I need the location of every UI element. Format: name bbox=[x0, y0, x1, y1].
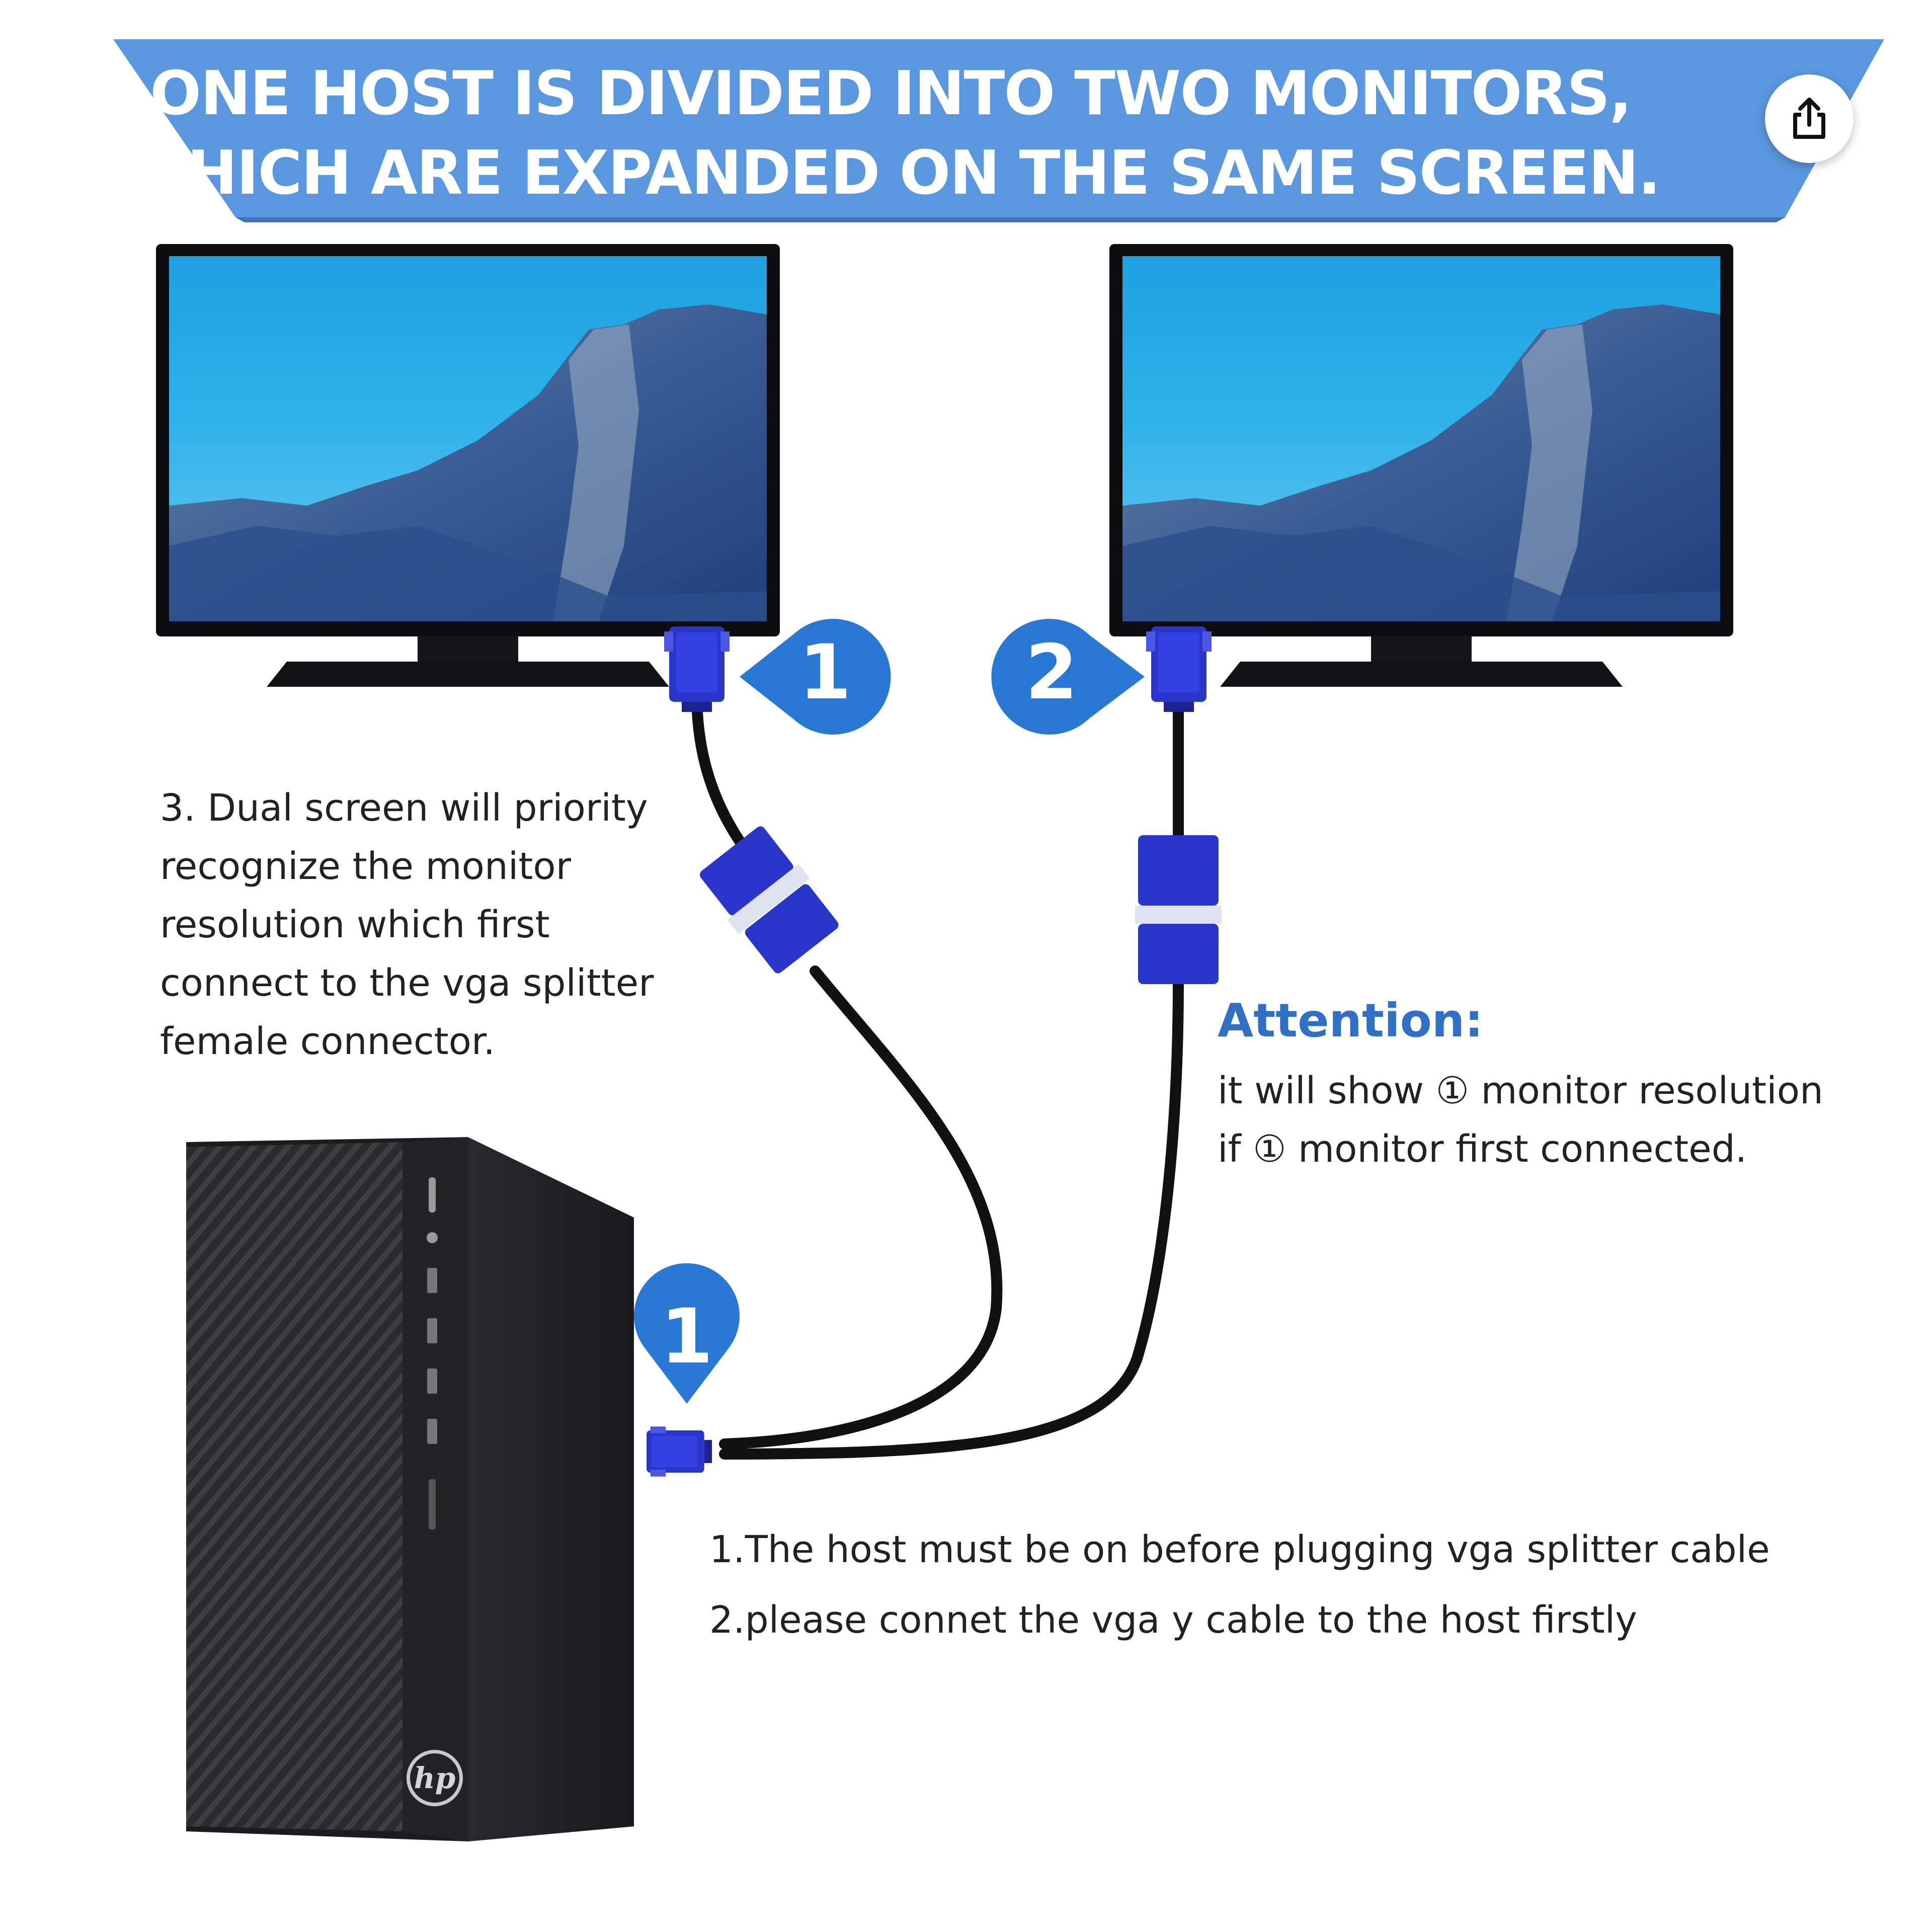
vga-connector-monitor-2 bbox=[1146, 626, 1212, 712]
attention-text: it will show ① monitor resolution if ① m… bbox=[1218, 1062, 1823, 1178]
attention-line: if ① monitor first connected. bbox=[1218, 1128, 1747, 1171]
share-button[interactable] bbox=[1765, 74, 1854, 163]
attention-title: Attention: bbox=[1218, 994, 1484, 1048]
title-banner bbox=[113, 39, 1884, 217]
marker-monitor-1: 1 bbox=[798, 629, 852, 716]
monitor-left bbox=[156, 244, 780, 687]
note-line: recognize the monitor bbox=[160, 845, 572, 888]
banner-title-line-2: WHICH ARE EXPANDED ON THE SAME SCREEN. bbox=[121, 138, 1661, 208]
instructions: 1.The host must be on before plugging vg… bbox=[709, 1514, 1770, 1655]
banner-shadow bbox=[235, 217, 1785, 222]
banner-title-line-1: ONE HOST IS DIVIDED INTO TWO MONITORS, bbox=[150, 59, 1632, 129]
marker-right-badge bbox=[991, 618, 1145, 735]
note-line: resolution which first bbox=[160, 903, 550, 946]
marker-host-badge bbox=[634, 1263, 740, 1404]
note-dual-screen: 3. Dual screen will priority recognize t… bbox=[160, 779, 654, 1071]
note-line: connect to the vga splitter bbox=[160, 961, 654, 1005]
marker-monitor-2: 2 bbox=[1025, 629, 1078, 716]
note-line: female connector. bbox=[160, 1020, 496, 1063]
note-line: 3. Dual screen will priority bbox=[160, 786, 648, 830]
vga-connector-host bbox=[647, 1426, 712, 1477]
vga-y-cable bbox=[691, 689, 1184, 1460]
instruction-line: 2.please connet the vga y cable to the h… bbox=[709, 1598, 1637, 1642]
attention-line: it will show ① monitor resolution bbox=[1218, 1069, 1823, 1112]
share-icon bbox=[1793, 98, 1825, 139]
hp-logo: hp bbox=[407, 1750, 463, 1806]
instruction-line: 1.The host must be on before plugging vg… bbox=[709, 1528, 1770, 1571]
vga-coupler-left bbox=[699, 826, 839, 974]
vga-coupler-right bbox=[1135, 835, 1222, 984]
monitor-right bbox=[1109, 244, 1733, 687]
marker-left-badge bbox=[740, 619, 891, 735]
marker-host-port: 1 bbox=[660, 1293, 713, 1381]
vga-connector-monitor-1 bbox=[664, 626, 730, 712]
host-pc-tower bbox=[186, 1137, 634, 1841]
